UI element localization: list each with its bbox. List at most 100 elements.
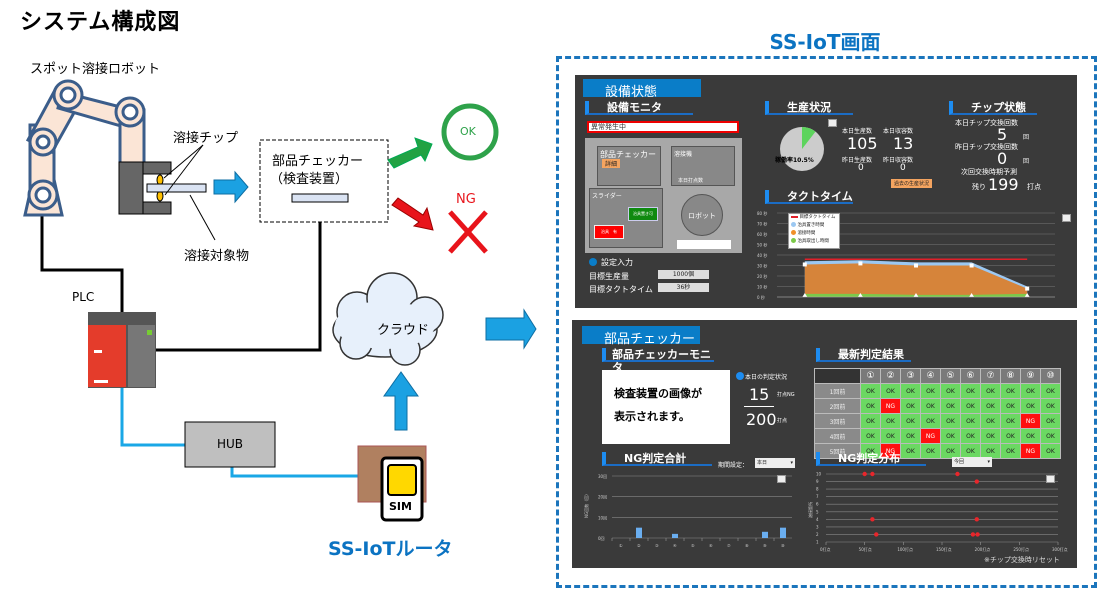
y-tick-label: 10回	[598, 515, 607, 520]
ng-cross-icon	[448, 210, 488, 254]
robot-station[interactable]: ロボット	[681, 194, 723, 236]
x-tick-label: ⑨	[763, 543, 767, 548]
data-marker	[914, 263, 918, 268]
settings-header: 設定入力	[601, 258, 633, 267]
takt-menu-icon[interactable]	[1062, 214, 1071, 222]
router-label: SS-IoTルータ	[328, 538, 453, 560]
weld-gun-icon	[118, 161, 207, 215]
chevron-down-icon: ▾	[987, 459, 990, 465]
remain-value: 199	[988, 175, 1019, 194]
checker-box	[259, 139, 389, 223]
result-cell: OK	[980, 413, 1001, 429]
data-point	[870, 471, 875, 477]
y-tick-label: 9	[816, 479, 819, 484]
today-reject-label: 本日収容数	[883, 128, 914, 135]
bar	[762, 531, 768, 538]
result-cell: OK	[940, 383, 961, 399]
hub-box	[184, 421, 276, 468]
judge-header: 本日の判定状況	[745, 374, 788, 381]
ok-label: OK	[460, 125, 476, 138]
welder-sub-label: 本日打点数	[678, 178, 704, 184]
slider-label: スライダー	[592, 193, 622, 200]
result-cell: OK	[900, 398, 921, 414]
pie-label: 稼働率10.5%	[775, 157, 814, 164]
result-cell: OK	[860, 398, 881, 414]
next-change-label: 次回交換時期予測	[961, 168, 1017, 176]
x-tick-label: 150打点	[936, 546, 952, 552]
legend-swatch	[791, 222, 796, 227]
column-header: ③	[900, 368, 921, 384]
result-cell: OK	[940, 413, 961, 429]
y-tick-label: 3	[816, 524, 819, 529]
row-header: 5回前	[814, 443, 861, 459]
y-tick-label: 30 秒	[757, 263, 767, 269]
today-prod-label: 本日生産数	[842, 128, 873, 135]
x-tick-label: ⑤	[691, 543, 695, 548]
result-cell: OK	[1040, 428, 1061, 444]
x-tick-label: 200打点	[975, 546, 991, 552]
y-tick-label: 8	[816, 487, 819, 492]
latest-header: 最新判定結果	[816, 348, 911, 362]
slider-station[interactable]: スライダー 治具置き可 治具 有	[589, 188, 663, 248]
robot-icon	[23, 79, 146, 217]
data-marker	[802, 262, 807, 267]
fraction-divider	[744, 406, 774, 407]
dist-select[interactable]: 今回▾	[952, 457, 992, 467]
result-cell: OK	[1040, 383, 1061, 399]
target-takt-input[interactable]: 36秒	[658, 283, 709, 292]
ng-arrow-icon	[391, 197, 434, 231]
ng-total-menu-icon[interactable]	[777, 475, 786, 483]
jig-present-button[interactable]: 治具 有	[594, 225, 624, 239]
data-point	[974, 479, 979, 484]
detail-button[interactable]: 詳細	[602, 159, 621, 168]
result-cell: NG	[1020, 443, 1041, 459]
x-tick-label: 0打点	[820, 546, 831, 552]
today-reject-value: 13	[893, 134, 914, 153]
plc-label: PLC	[72, 290, 95, 304]
data-marker	[969, 263, 974, 268]
period-select[interactable]: 本日▾	[755, 458, 795, 468]
checker-sub-label: （検査装置）	[270, 172, 349, 187]
data-marker	[857, 293, 863, 297]
data-point	[970, 532, 976, 537]
checker-station[interactable]: 部品チェッカー 詳細	[597, 146, 661, 186]
ng-dist-menu-icon[interactable]	[1046, 475, 1055, 483]
result-cell: OK	[1040, 443, 1061, 459]
target-qty-label: 目標生産量	[589, 272, 629, 281]
result-cell: OK	[1000, 443, 1021, 459]
target-takt-label: 目標タクトタイム	[589, 285, 653, 294]
ok-circle-icon	[441, 103, 499, 161]
y-tick-label: 5	[816, 509, 819, 514]
legend-item: 目標タクトタイム	[791, 214, 839, 222]
area-series	[804, 263, 1028, 297]
chip-today-unit: 回	[1023, 134, 1030, 141]
y-tick-label: 70 秒	[757, 221, 767, 227]
result-cell: OK	[900, 383, 921, 399]
history-button[interactable]: 過去の生産状況	[891, 179, 933, 188]
result-cell: OK	[960, 428, 981, 444]
welder-station[interactable]: 溶接機 本日打点数	[671, 146, 735, 186]
production-menu-icon[interactable]	[828, 119, 837, 127]
data-marker	[913, 293, 919, 297]
legend-swatch	[791, 215, 798, 218]
settings-dot-icon	[589, 258, 597, 266]
yday-reject-label: 昨日収容数	[883, 157, 914, 164]
checker-panel: 部品チェッカー 部品チェッカーモニタ 検査装置の画像が 表示されます。 本日の判…	[572, 320, 1077, 568]
row-header: 3回前	[814, 413, 861, 429]
data-point	[974, 517, 979, 522]
robot-label: スポット溶接ロボット	[30, 62, 161, 77]
monitor-header: 設備モニタ	[585, 101, 693, 115]
pie-slice-active	[802, 127, 816, 149]
result-cell: OK	[1020, 398, 1041, 414]
x-tick-label: 300打点	[1052, 546, 1068, 552]
y-tick-label: 20 秒	[757, 273, 767, 279]
column-header: ⑦	[980, 368, 1001, 384]
arrow-right-icon	[213, 170, 249, 204]
jig-place-button[interactable]: 治具置き可	[628, 207, 658, 221]
target-qty-input[interactable]: 1000個	[658, 270, 709, 279]
takt-header: タクトタイム	[765, 190, 853, 204]
